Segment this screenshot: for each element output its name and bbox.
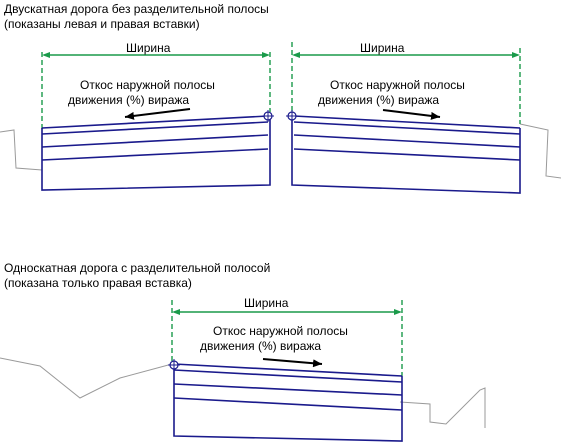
top-left-attachment-point-icon [262, 110, 274, 122]
bottom-layer-1 [173, 363, 403, 377]
top-left-width-arrow-right [262, 52, 270, 58]
top-right-width-arrow-left [292, 52, 300, 58]
top-left-assembly: Ширина Откос наружной полосы движения (%… [0, 41, 274, 191]
top-right-width-label: Ширина [360, 41, 405, 55]
top-right-slope-label-line1: Откос наружной полосы [330, 78, 465, 92]
bottom-left-ground-line [0, 357, 173, 399]
bottom-attachment-point-icon [168, 359, 180, 371]
bottom-layer-2 [173, 369, 403, 383]
bottom-slope-label-line1: Откос наружной полосы [213, 324, 348, 338]
top-title-line2: (показаны левая и правая вставки) [4, 17, 200, 31]
bottom-right-ground-line [399, 387, 486, 428]
top-left-slope-label-line1: Откос наружной полосы [80, 78, 215, 92]
top-left-layer-2 [41, 121, 269, 135]
top-left-layer-3 [41, 134, 269, 148]
top-left-width-arrow-left [42, 52, 50, 58]
bottom-title-line2: (показана только правая вставка) [4, 276, 192, 290]
top-left-slope-arrow [124, 108, 191, 120]
top-left-layer-4 [41, 148, 269, 161]
top-left-ground-line [0, 129, 43, 171]
bottom-slope-arrow [262, 358, 323, 368]
bottom-width-arrow-left [172, 309, 180, 315]
top-right-slope-label-line2: движения (%) виража [318, 93, 439, 107]
bottom-width-arrow-right [394, 309, 402, 315]
bottom-title-line1: Односкатная дорога с разделительной поло… [4, 261, 270, 275]
top-left-outline [41, 116, 271, 191]
top-right-outline [291, 116, 521, 194]
top-left-width-label: Ширина [126, 41, 171, 55]
top-right-slope-arrow [382, 109, 441, 120]
bottom-layer-4 [173, 397, 403, 411]
top-left-layer-1 [41, 115, 269, 129]
top-left-slope-label-line2: движения (%) виража [68, 93, 189, 107]
bottom-layer-3 [173, 383, 403, 396]
top-right-layer-1 [293, 115, 521, 129]
bottom-slope-label-line2: движения (%) виража [200, 339, 321, 353]
top-right-ground-line [519, 123, 561, 179]
bottom-width-label: Ширина [244, 296, 289, 310]
top-right-layer-4 [293, 148, 521, 161]
top-right-assembly: Ширина Откос наружной полосы движения (%… [286, 41, 561, 194]
top-title-line1: Двускатная дорога без разделительной пол… [4, 2, 269, 16]
top-right-width-arrow-right [512, 52, 520, 58]
bottom-assembly: Ширина Откос наружной полосы движения (%… [0, 296, 486, 442]
top-right-layer-3 [293, 134, 521, 148]
bottom-outline [173, 364, 403, 442]
top-right-attachment-point-icon [286, 110, 298, 122]
top-right-layer-2 [293, 121, 521, 135]
